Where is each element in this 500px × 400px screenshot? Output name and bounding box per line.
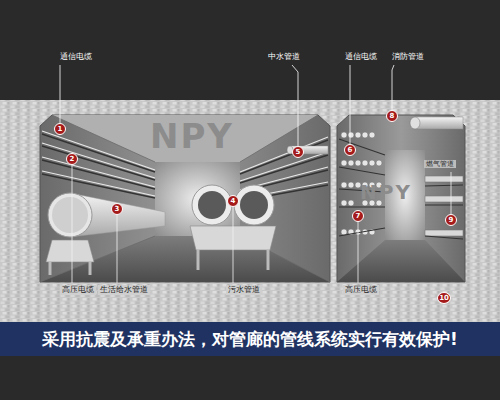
callout-number: 9: [445, 214, 457, 226]
callout-number: 4: [227, 195, 239, 207]
callout-number: 10: [437, 292, 451, 304]
watermark: NPY: [360, 180, 412, 204]
caption-band: 采用抗震及承重办法，对管廊的管线系统实行有效保护!: [0, 322, 500, 356]
part-label: 消防管道: [392, 52, 424, 62]
part-label: 高压电缆: [60, 285, 96, 295]
part-label: 中水管道: [268, 52, 300, 62]
callout-number: 6: [344, 144, 356, 156]
callout-number: 8: [386, 110, 398, 122]
callout-number: 2: [66, 153, 78, 165]
part-label: 通信电缆: [345, 52, 377, 62]
part-label: 生活给水管道: [98, 285, 150, 295]
part-label: 燃气管道: [424, 160, 456, 168]
part-label: 污水管道: [226, 285, 262, 295]
callout-number: 7: [352, 210, 364, 222]
callout-number: 5: [292, 146, 304, 158]
caption-text: 采用抗震及承重办法，对管廊的管线系统实行有效保护!: [42, 328, 458, 351]
callout-number: 1: [54, 123, 66, 135]
callout-number: 3: [111, 203, 123, 215]
watermark: NPY: [150, 116, 234, 157]
part-label: 通信电缆: [60, 52, 92, 62]
part-label: 高压电缆: [343, 285, 379, 295]
